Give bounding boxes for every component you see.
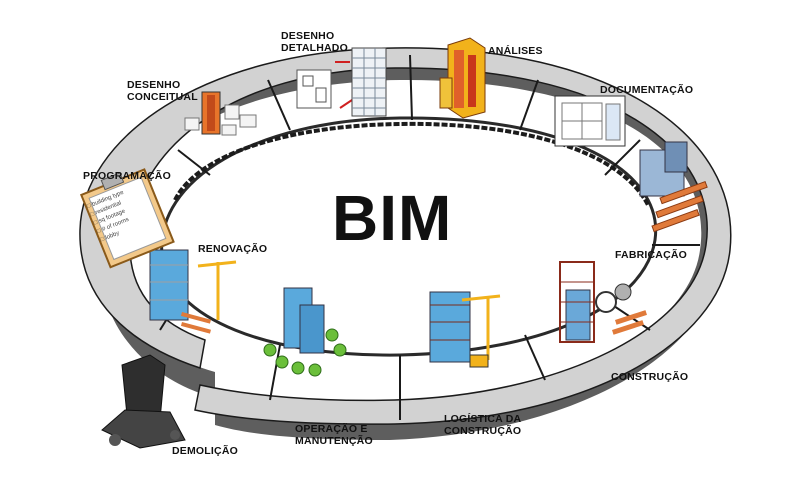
label-analises: ANÁLISES (488, 45, 543, 57)
logistics-illustration (429, 291, 501, 368)
renovation-illustration (149, 249, 237, 334)
label-renovacao: RENOVAÇÃO (198, 243, 268, 255)
operation-maintenance-illustration (263, 287, 347, 377)
label-construcao: CONSTRUÇÃO (611, 371, 689, 383)
diagram-title: BIM (332, 182, 453, 254)
programming-checklist-illustration (79, 168, 175, 269)
label-desenho-conceitual: DESENHO CONCEITUAL (127, 79, 198, 103)
construction-illustration (559, 261, 647, 343)
ring-inner-rim (173, 121, 650, 206)
fabrication-illustration (639, 141, 708, 233)
analysis-illustration (439, 37, 486, 119)
label-operacao: OPERAÇÃO E MANUTENÇÃO (295, 423, 373, 447)
documentation-illustration (554, 95, 626, 147)
ring-top (79, 47, 732, 425)
label-documentacao: DOCUMENTAÇÃO (600, 84, 694, 96)
detailed-design-illustration (296, 47, 387, 117)
label-logistica: LOGÍSTICA DA CONSTRUÇÃO (444, 413, 522, 437)
label-programacao: PROGRAMAÇÃO (83, 170, 171, 182)
label-desenho-detalhado: DESENHO DETALHADO (281, 30, 348, 54)
label-demolicao: DEMOLIÇÃO (172, 445, 238, 457)
label-fabricacao: FABRICAÇÃO (615, 249, 687, 261)
demolition-illustration (101, 354, 186, 449)
conceptual-design-illustration (184, 91, 257, 136)
